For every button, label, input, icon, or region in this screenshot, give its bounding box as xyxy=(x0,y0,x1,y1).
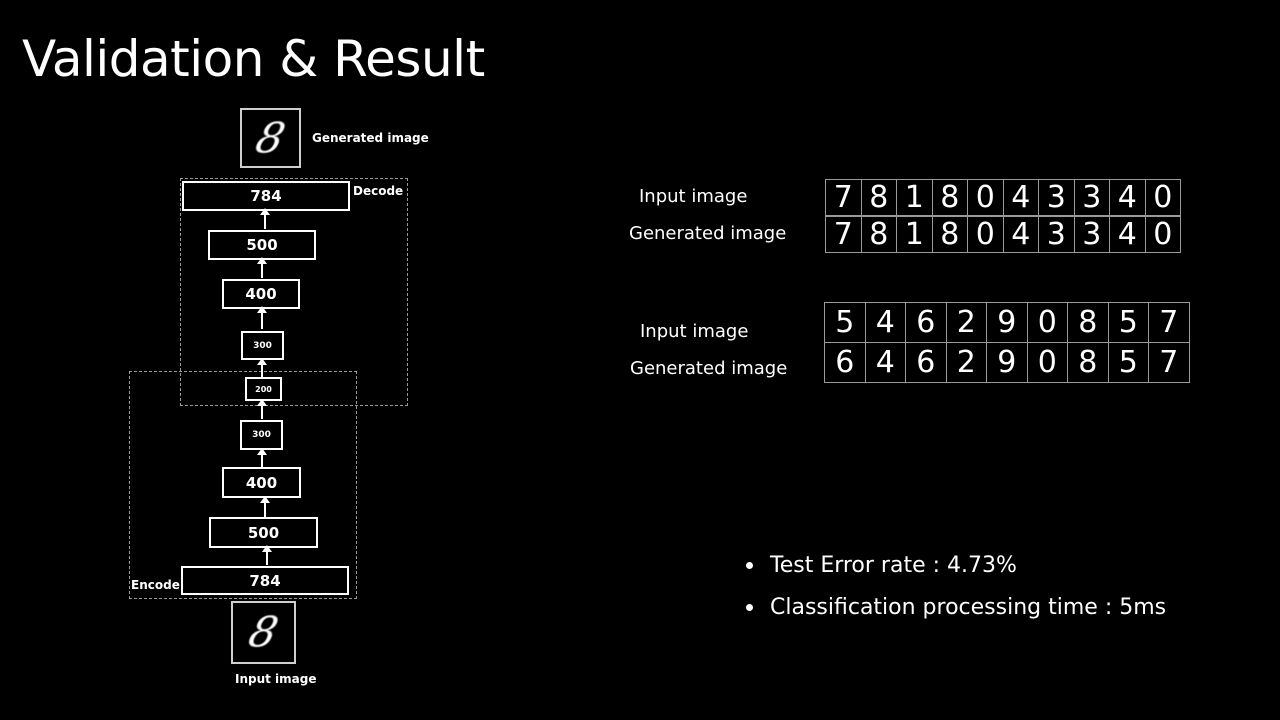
digit-cell: 8 xyxy=(860,179,897,216)
page-title: Validation & Result xyxy=(22,30,485,88)
digit-cell: 8 xyxy=(1067,342,1109,383)
arrow xyxy=(260,208,270,229)
digit-cell: 0 xyxy=(1026,342,1068,383)
arrow xyxy=(260,496,270,517)
generated-image-thumbnail: 8 xyxy=(240,108,301,168)
encode-region xyxy=(129,371,357,599)
input-image-row-label: Input image xyxy=(640,321,749,342)
digit-cell: 4 xyxy=(1109,179,1146,216)
decoder-layer-400: 400 xyxy=(222,279,300,309)
generated-image-row-label: Generated image xyxy=(629,223,787,244)
digit-cell: 3 xyxy=(1038,179,1075,216)
digit-cell: 7 xyxy=(825,216,862,253)
input-thumb-digit: 8 xyxy=(244,608,283,657)
bottleneck-layer-200: 200 xyxy=(245,377,282,401)
digit-cell: 0 xyxy=(1144,216,1181,253)
arrow xyxy=(257,358,267,377)
digit-cell: 3 xyxy=(1073,179,1110,216)
digit-cell: 6 xyxy=(824,342,866,383)
input-image-thumbnail: 8 xyxy=(231,601,296,664)
digit-cell: 4 xyxy=(1002,216,1039,253)
test-error-rate: Test Error rate : 4.73% xyxy=(770,553,1017,578)
digit-cell: 0 xyxy=(1144,179,1181,216)
digit-cell: 3 xyxy=(1038,216,1075,253)
encoder-layer-300: 300 xyxy=(240,420,283,450)
digit-cell: 4 xyxy=(1109,216,1146,253)
decode-label: Decode xyxy=(353,184,404,198)
digit-cell: 9 xyxy=(986,342,1028,383)
digit-cell: 1 xyxy=(896,216,933,253)
digit-cell: 0 xyxy=(1026,302,1068,343)
processing-time: Classification processing time : 5ms xyxy=(770,595,1167,620)
result-item: Test Error rate : 4.73% xyxy=(742,553,1166,578)
digit-cell: 8 xyxy=(931,179,968,216)
input-image-row-label: Input image xyxy=(639,186,748,207)
results-list: Test Error rate : 4.73% Classification p… xyxy=(742,553,1166,637)
bullet-icon xyxy=(746,604,753,611)
digit-cell: 8 xyxy=(1067,302,1109,343)
digit-cell: 0 xyxy=(967,179,1004,216)
decoder-layer-784: 784 xyxy=(182,181,350,211)
generated-image-label: Generated image xyxy=(312,131,429,145)
digit-cell: 4 xyxy=(864,342,906,383)
digit-cell: 2 xyxy=(945,342,987,383)
digit-cell: 3 xyxy=(1073,216,1110,253)
encoder-layer-500: 500 xyxy=(209,517,318,548)
digit-cell: 6 xyxy=(905,302,947,343)
encoder-layer-784: 784 xyxy=(181,566,349,595)
digit-cell: 5 xyxy=(824,302,866,343)
encoder-layer-400: 400 xyxy=(222,467,301,498)
digit-cell: 4 xyxy=(864,302,906,343)
generated-image-row-label: Generated image xyxy=(630,358,788,379)
digit-cell: 8 xyxy=(931,216,968,253)
digit-cell: 0 xyxy=(967,216,1004,253)
encode-label: Encode xyxy=(131,578,180,592)
digit-cell: 4 xyxy=(1002,179,1039,216)
digit-cell: 7 xyxy=(1148,302,1190,343)
digit-cell: 7 xyxy=(1148,342,1190,383)
result-item: Classification processing time : 5ms xyxy=(742,595,1166,620)
arrow xyxy=(262,545,272,565)
digit-cell: 5 xyxy=(1107,342,1149,383)
arrow xyxy=(257,399,267,419)
digit-cell: 2 xyxy=(945,302,987,343)
digit-cell: 9 xyxy=(986,302,1028,343)
generated-thumb-digit: 8 xyxy=(251,113,290,163)
digit-cell: 7 xyxy=(825,179,862,216)
bullet-icon xyxy=(746,562,753,569)
digit-cell: 6 xyxy=(905,342,947,383)
arrow xyxy=(257,448,267,467)
input-image-label: Input image xyxy=(235,672,317,686)
digit-cell: 1 xyxy=(896,179,933,216)
arrow xyxy=(257,257,267,278)
digit-cell: 8 xyxy=(860,216,897,253)
decoder-layer-300: 300 xyxy=(241,331,284,360)
arrow xyxy=(257,306,267,329)
decode-region xyxy=(180,178,408,406)
decoder-layer-500: 500 xyxy=(208,230,316,260)
digit-cell: 5 xyxy=(1107,302,1149,343)
